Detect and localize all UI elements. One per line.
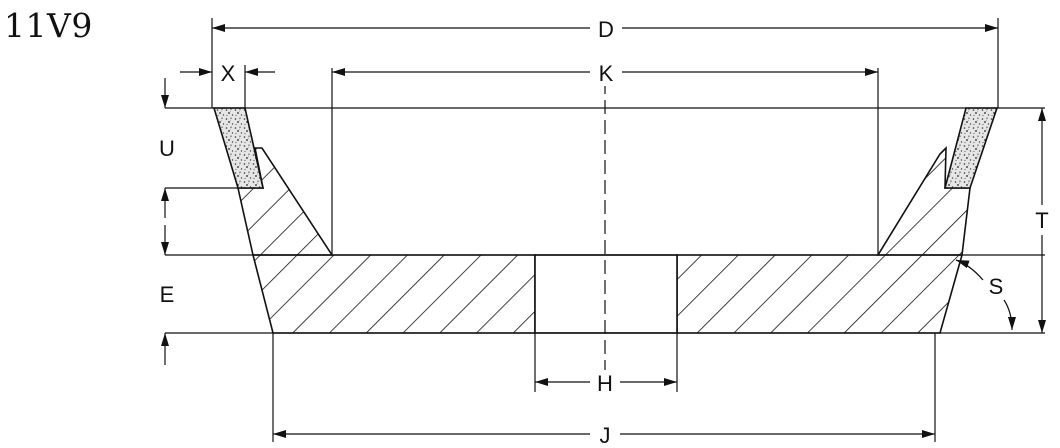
dimension-labels: D X K U T E S H J — [159, 16, 1049, 448]
label-e: E — [160, 282, 175, 307]
label-u: U — [159, 136, 175, 161]
label-x: X — [221, 61, 236, 86]
reference-lines — [165, 18, 1045, 442]
label-t: T — [1035, 208, 1048, 233]
label-d: D — [598, 17, 614, 42]
wheel-body — [237, 146, 971, 334]
label-j: J — [600, 423, 611, 448]
base-left — [251, 254, 536, 334]
base-right — [676, 254, 964, 334]
bore — [534, 254, 678, 334]
dimension-lines — [161, 24, 1046, 438]
diagram-title: 11V9 — [4, 6, 93, 45]
label-s: S — [989, 274, 1004, 299]
label-h: H — [597, 371, 613, 396]
abrasive-rim-right — [943, 107, 999, 189]
label-k: K — [599, 61, 614, 86]
